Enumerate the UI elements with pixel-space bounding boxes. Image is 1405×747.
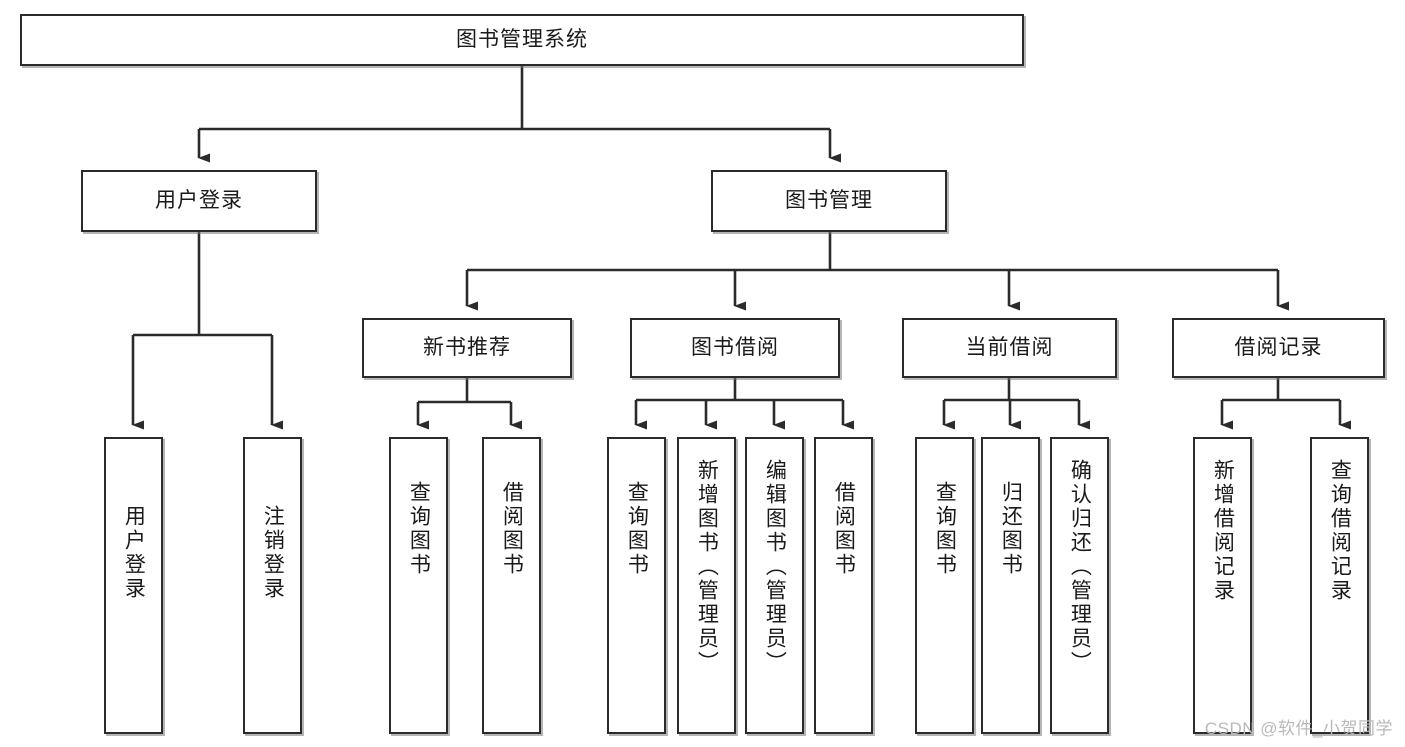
leaf-current-return-book[interactable]: 归还图书	[981, 437, 1040, 734]
node-label: 编辑图书（管理员）	[763, 459, 787, 675]
node-label: 用户登录	[122, 505, 146, 601]
leaf-user-login-login[interactable]: 用户登录	[104, 437, 163, 734]
leaf-current-confirm-return-admin[interactable]: 确认归还（管理员）	[1050, 437, 1109, 734]
leaf-recommend-query-book[interactable]: 查询图书	[389, 437, 448, 734]
node-label: 查询图书	[407, 481, 431, 577]
watermark: CSDN @软件_小贺同学	[1204, 719, 1393, 738]
node-label: 图书管理系统	[456, 28, 588, 52]
node-label: 借阅图书	[500, 481, 524, 577]
node-root-system[interactable]: 图书管理系统	[20, 14, 1024, 66]
node-label: 归还图书	[999, 481, 1023, 577]
leaf-recommend-borrow-book[interactable]: 借阅图书	[482, 437, 541, 734]
node-new-book-recommend[interactable]: 新书推荐	[362, 318, 572, 378]
leaf-borrow-add-book-admin[interactable]: 新增图书（管理员）	[677, 437, 736, 734]
node-label: 借阅图书	[832, 481, 856, 577]
node-label: 用户登录	[155, 189, 243, 213]
node-label: 借阅记录	[1234, 336, 1323, 360]
leaf-current-query-book[interactable]: 查询图书	[915, 437, 974, 734]
leaf-record-query-record[interactable]: 查询借阅记录	[1310, 437, 1369, 734]
node-current-borrow[interactable]: 当前借阅	[902, 318, 1117, 378]
node-book-borrow[interactable]: 图书借阅	[630, 318, 840, 378]
node-label: 确认归还（管理员）	[1068, 459, 1092, 675]
node-label: 查询借阅记录	[1328, 459, 1352, 603]
node-label: 图书借阅	[691, 336, 779, 360]
node-label: 查询图书	[625, 481, 649, 577]
node-label: 查询图书	[933, 481, 957, 577]
leaf-borrow-borrow-book[interactable]: 借阅图书	[814, 437, 873, 734]
leaf-user-login-logout[interactable]: 注销登录	[243, 437, 302, 734]
node-label: 新增图书（管理员）	[695, 459, 719, 675]
node-label: 图书管理	[785, 189, 873, 213]
node-borrow-record[interactable]: 借阅记录	[1172, 318, 1385, 378]
node-book-management[interactable]: 图书管理	[711, 170, 947, 232]
leaf-record-add-record[interactable]: 新增借阅记录	[1193, 437, 1252, 734]
node-label: 注销登录	[261, 505, 285, 601]
node-label: 当前借阅	[965, 336, 1054, 360]
node-label: 新增借阅记录	[1211, 459, 1235, 603]
leaf-borrow-edit-book-admin[interactable]: 编辑图书（管理员）	[745, 437, 804, 734]
node-label: 新书推荐	[423, 336, 511, 360]
leaf-borrow-query-book[interactable]: 查询图书	[607, 437, 666, 734]
node-user-login[interactable]: 用户登录	[81, 170, 317, 232]
